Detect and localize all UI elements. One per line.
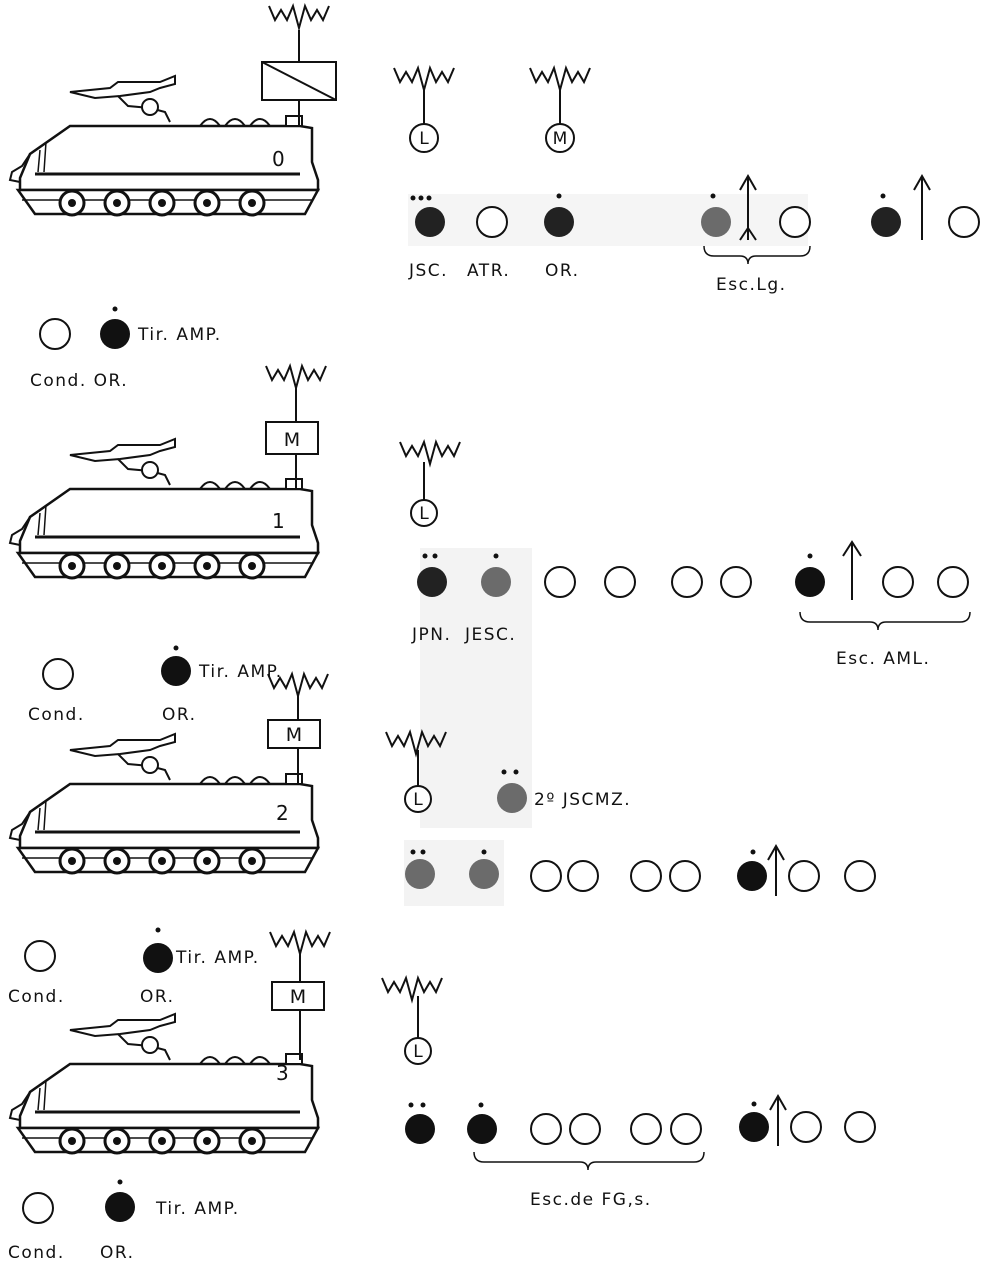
driver-3 xyxy=(22,1192,54,1224)
vehicle-3: 3 M xyxy=(8,931,331,1155)
radio-l-0: L xyxy=(393,67,455,153)
vehicle-number: 2 xyxy=(276,801,289,825)
label-tir-amp-1: Tir. AMP. xyxy=(198,662,283,682)
driver-2 xyxy=(24,940,56,972)
radio-label: M xyxy=(553,129,568,149)
label-tir-amp-2: Tir. AMP. xyxy=(175,948,260,968)
box-label: M xyxy=(286,724,302,746)
box-label: M xyxy=(284,429,300,451)
crew-atr xyxy=(476,206,508,238)
radio-label: L xyxy=(419,504,429,524)
driver-1 xyxy=(42,658,74,690)
gunner-0 xyxy=(100,319,130,349)
label-atr: ATR. xyxy=(467,261,510,281)
label-tir-amp-3: Tir. AMP. xyxy=(155,1199,240,1219)
gunner-3 xyxy=(105,1192,135,1222)
vehicle-1: 1 M xyxy=(8,365,327,580)
box-label: M xyxy=(290,986,306,1008)
radio-l-2: L xyxy=(385,731,447,813)
crew-jpn xyxy=(417,567,447,597)
vehicle-0: 0 xyxy=(8,5,337,217)
label-cond-3: Cond. xyxy=(8,1243,65,1263)
gunner-1 xyxy=(161,656,191,686)
label-esc-fg: Esc.de FG,s. xyxy=(530,1190,652,1210)
label-or-2: OR. xyxy=(140,987,175,1007)
vehicle-2: 2 M xyxy=(8,673,329,875)
radio-label: L xyxy=(419,129,429,149)
label-cond-2: Cond. xyxy=(8,987,65,1007)
label-cond-1: Cond. xyxy=(28,705,85,725)
label-esc-lg: Esc.Lg. xyxy=(716,275,787,295)
label-jpn: JPN. xyxy=(411,625,451,645)
label-cond-or-0: Cond. OR. xyxy=(30,371,128,391)
label-jesc: JESC. xyxy=(464,625,516,645)
crew-row-2 xyxy=(405,843,876,896)
crew-jsc xyxy=(415,207,445,237)
gunner-2 xyxy=(143,943,173,973)
label-jsc: JSC. xyxy=(408,261,448,281)
label-or-1: OR. xyxy=(162,705,197,725)
crew-jesc xyxy=(481,567,511,597)
vehicle-number: 0 xyxy=(272,147,285,171)
vehicle-number: 1 xyxy=(272,509,285,533)
crew-esc-lg-leader xyxy=(701,207,731,237)
radio-label: L xyxy=(413,790,423,810)
crew-member xyxy=(871,207,901,237)
driver-0 xyxy=(39,318,71,350)
label-tir-amp-0: Tir. AMP. xyxy=(137,325,222,345)
crew-esc-aml-leader xyxy=(795,567,825,597)
crew-row-3 xyxy=(405,1093,876,1171)
crew-row-1 xyxy=(417,540,971,631)
label-esc-aml: Esc. AML. xyxy=(836,649,930,669)
radio-label: L xyxy=(413,1042,423,1062)
second-jscmz xyxy=(497,769,527,813)
radio-m-0: M xyxy=(529,67,591,153)
label-or-3: OR. xyxy=(100,1243,135,1263)
radio-l-3: L xyxy=(381,977,443,1065)
crew-or xyxy=(544,207,574,237)
label-2jscmz: 2º JSCMZ. xyxy=(534,790,631,810)
radio-l-1: L xyxy=(399,441,461,527)
crew-row-0 xyxy=(410,173,980,265)
vehicle-number: 3 xyxy=(276,1061,289,1085)
label-or: OR. xyxy=(545,261,580,281)
